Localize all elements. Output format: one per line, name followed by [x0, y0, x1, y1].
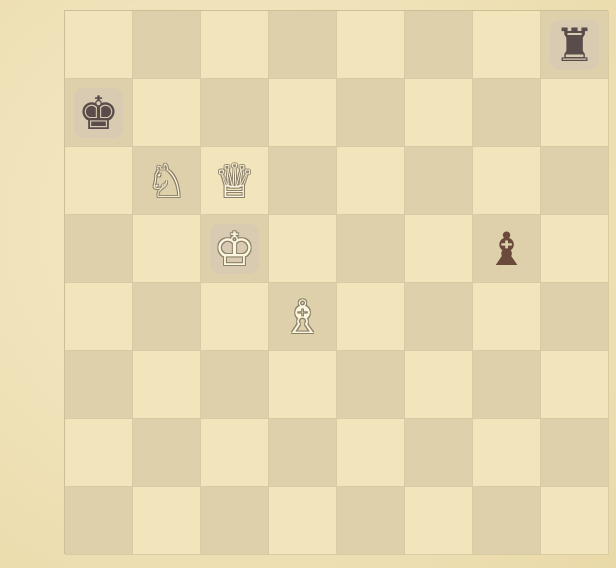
square-g7[interactable] — [473, 79, 541, 147]
square-e2[interactable] — [337, 419, 405, 487]
chess-board: ♜ ♚ ♘ ♕ ♔ ♝ ♗ — [64, 10, 608, 554]
black-king-icon[interactable]: ♚ — [74, 88, 123, 138]
square-f7[interactable] — [405, 79, 473, 147]
square-c1[interactable] — [201, 487, 269, 555]
square-e5[interactable] — [337, 215, 405, 283]
square-a3[interactable] — [65, 351, 133, 419]
square-c2[interactable] — [201, 419, 269, 487]
square-h7[interactable] — [541, 79, 609, 147]
square-d8[interactable] — [269, 11, 337, 79]
square-f2[interactable] — [405, 419, 473, 487]
square-h2[interactable] — [541, 419, 609, 487]
square-h8[interactable]: ♜ — [541, 11, 609, 79]
black-bishop-icon[interactable]: ♝ — [486, 226, 527, 272]
square-e4[interactable] — [337, 283, 405, 351]
square-f8[interactable] — [405, 11, 473, 79]
square-a2[interactable] — [65, 419, 133, 487]
square-e1[interactable] — [337, 487, 405, 555]
square-b2[interactable] — [133, 419, 201, 487]
square-e8[interactable] — [337, 11, 405, 79]
white-knight-icon[interactable]: ♘ — [146, 158, 187, 204]
square-c5[interactable]: ♔ — [201, 215, 269, 283]
square-g4[interactable] — [473, 283, 541, 351]
square-f5[interactable] — [405, 215, 473, 283]
white-queen-icon[interactable]: ♕ — [214, 158, 255, 204]
square-d6[interactable] — [269, 147, 337, 215]
square-c6[interactable]: ♕ — [201, 147, 269, 215]
square-d2[interactable] — [269, 419, 337, 487]
square-f1[interactable] — [405, 487, 473, 555]
square-a8[interactable] — [65, 11, 133, 79]
white-king-icon[interactable]: ♔ — [210, 224, 259, 274]
square-b8[interactable] — [133, 11, 201, 79]
square-a4[interactable] — [65, 283, 133, 351]
square-a6[interactable] — [65, 147, 133, 215]
square-d3[interactable] — [269, 351, 337, 419]
square-f4[interactable] — [405, 283, 473, 351]
square-g2[interactable] — [473, 419, 541, 487]
square-h4[interactable] — [541, 283, 609, 351]
white-bishop-icon[interactable]: ♗ — [282, 294, 323, 340]
square-b6[interactable]: ♘ — [133, 147, 201, 215]
square-d5[interactable] — [269, 215, 337, 283]
square-b3[interactable] — [133, 351, 201, 419]
square-f6[interactable] — [405, 147, 473, 215]
square-a7[interactable]: ♚ — [65, 79, 133, 147]
square-b5[interactable] — [133, 215, 201, 283]
black-rook-icon[interactable]: ♜ — [550, 20, 599, 70]
square-g8[interactable] — [473, 11, 541, 79]
square-h5[interactable] — [541, 215, 609, 283]
square-d1[interactable] — [269, 487, 337, 555]
square-e3[interactable] — [337, 351, 405, 419]
square-c7[interactable] — [201, 79, 269, 147]
square-g3[interactable] — [473, 351, 541, 419]
square-c4[interactable] — [201, 283, 269, 351]
square-g1[interactable] — [473, 487, 541, 555]
square-b7[interactable] — [133, 79, 201, 147]
square-h3[interactable] — [541, 351, 609, 419]
square-c3[interactable] — [201, 351, 269, 419]
square-d7[interactable] — [269, 79, 337, 147]
square-b1[interactable] — [133, 487, 201, 555]
square-a1[interactable] — [65, 487, 133, 555]
square-g5[interactable]: ♝ — [473, 215, 541, 283]
square-c8[interactable] — [201, 11, 269, 79]
square-g6[interactable] — [473, 147, 541, 215]
square-e6[interactable] — [337, 147, 405, 215]
square-h1[interactable] — [541, 487, 609, 555]
square-b4[interactable] — [133, 283, 201, 351]
square-d4[interactable]: ♗ — [269, 283, 337, 351]
square-f3[interactable] — [405, 351, 473, 419]
square-e7[interactable] — [337, 79, 405, 147]
square-h6[interactable] — [541, 147, 609, 215]
square-a5[interactable] — [65, 215, 133, 283]
